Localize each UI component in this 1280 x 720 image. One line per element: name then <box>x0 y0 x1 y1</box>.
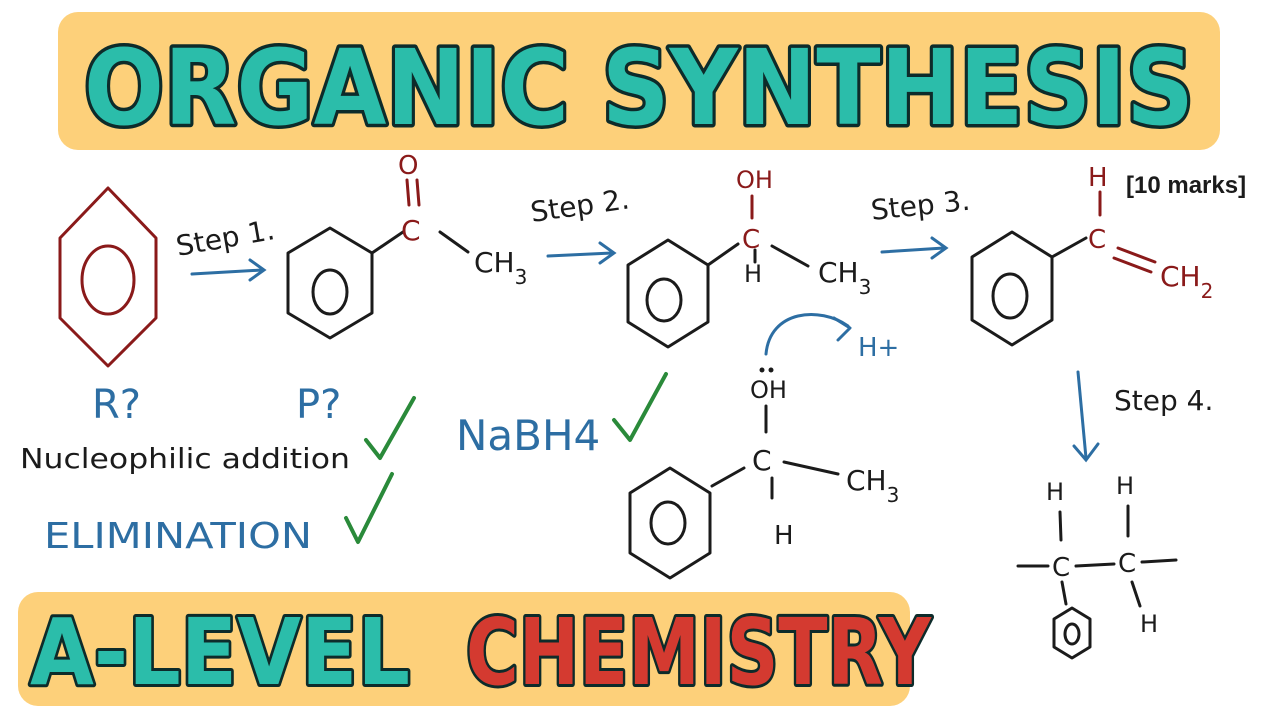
elimination-label: ELIMINATION <box>44 516 312 557</box>
step1-label: Step 1. <box>173 213 277 263</box>
step3-label: Step 3. <box>869 184 971 227</box>
polymer-bonds <box>1016 504 1178 608</box>
polymer-carbon-2: C <box>1118 549 1136 579</box>
mechanism-bonds <box>710 404 840 500</box>
mechanism-ring <box>628 466 712 580</box>
styrene-carbon: C <box>1088 225 1106 255</box>
polymer-h-top-left: H <box>1046 478 1064 506</box>
mechanism-oh: OH <box>750 376 787 404</box>
alcohol-hydrogen: H <box>744 260 762 288</box>
carbonyl-double-bond <box>405 178 421 207</box>
styrene-bonds <box>1098 190 1157 274</box>
polymer-h-bottom: H <box>1140 610 1158 638</box>
styrene-ring-bond <box>1050 236 1088 259</box>
step4-arrow <box>1072 370 1100 463</box>
acetophenone-ring <box>286 226 374 340</box>
mechanism-carbon: C <box>752 444 772 477</box>
styrene-ch2: CH2 <box>1160 260 1213 303</box>
benzene-ring-start <box>58 186 158 368</box>
acetophenone-ch3: CH3 <box>474 246 527 289</box>
subtitle-chemistry: CHEMISTRY <box>466 599 932 706</box>
step4-label: Step 4. <box>1114 384 1213 417</box>
mechanism-arrowhead <box>832 316 852 342</box>
polymer-carbon-1: C <box>1052 553 1070 583</box>
step2-label: Step 2. <box>528 182 631 229</box>
nabh4-label: NaBH4 <box>456 411 600 460</box>
acetophenone-bonds <box>370 230 470 255</box>
marks-label: [10 marks] <box>1126 172 1246 199</box>
step3-arrow <box>880 236 949 260</box>
reagent-question: R? <box>92 382 141 428</box>
title-banner <box>58 12 1220 150</box>
alcohol-ring <box>626 238 710 349</box>
page-title: ORGANIC SYNTHESIS <box>84 27 1194 149</box>
nucleophilic-addition-label: Nucleophilic addition <box>20 442 350 475</box>
alcohol-oh: OH <box>736 166 773 194</box>
acetophenone-oxygen: O <box>398 151 418 181</box>
step2-arrow <box>546 241 617 265</box>
polymer-h-top-right: H <box>1116 472 1134 500</box>
alcohol-ch3: CH3 <box>818 256 871 299</box>
lone-pair-dot-2 <box>768 367 774 373</box>
check-nucleophilic <box>364 396 416 460</box>
acetophenone-carbon: C <box>401 214 421 247</box>
styrene-hydrogen: H <box>1088 163 1108 193</box>
alcohol-carbon: C <box>742 225 760 255</box>
styrene-ring <box>970 230 1054 347</box>
subtitle-a-level: A-LEVEL <box>30 599 410 706</box>
mechanism-hydrogen: H <box>774 521 794 551</box>
check-elimination <box>344 472 394 544</box>
mechanism-hplus: H+ <box>858 333 899 363</box>
subtitle: A-LEVEL CHEMISTRY <box>30 599 932 706</box>
lone-pair-dot-1 <box>759 367 765 373</box>
product-question: P? <box>296 382 341 428</box>
step1-arrow <box>190 258 267 282</box>
mechanism-ch3: CH3 <box>846 464 899 507</box>
polymer-phenyl-ring <box>1052 606 1092 660</box>
subtitle-banner <box>18 592 910 706</box>
alcohol-bonds <box>706 242 810 268</box>
check-nabh4 <box>612 372 668 442</box>
